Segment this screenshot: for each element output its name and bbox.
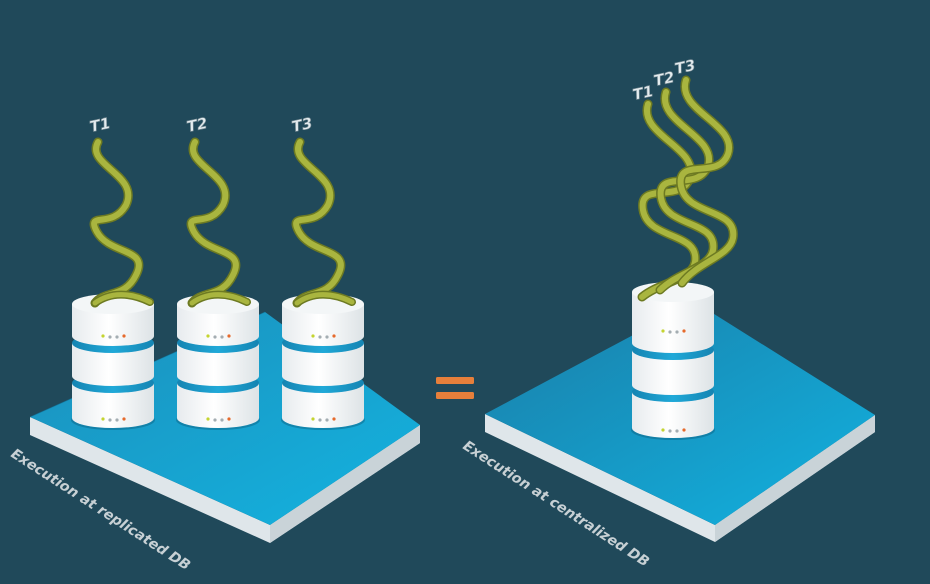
transaction-strand-icon [186,137,251,308]
database-icon [71,294,155,430]
transaction-strand-icon [291,137,356,308]
database-icon [281,294,365,430]
transaction-label-t1: T1 [88,114,112,136]
transaction-label-t1: T1 [631,82,655,104]
transaction-label-t3: T3 [673,56,697,78]
transaction-strand-icon [676,75,738,288]
equals-sign: = [436,377,474,399]
transaction-label-t2: T2 [652,68,676,90]
transaction-label-t3: T3 [290,114,314,136]
database-icon [631,282,715,440]
transaction-label-t2: T2 [185,114,209,136]
database-icon [176,294,260,430]
transaction-strand-icon [89,137,154,308]
